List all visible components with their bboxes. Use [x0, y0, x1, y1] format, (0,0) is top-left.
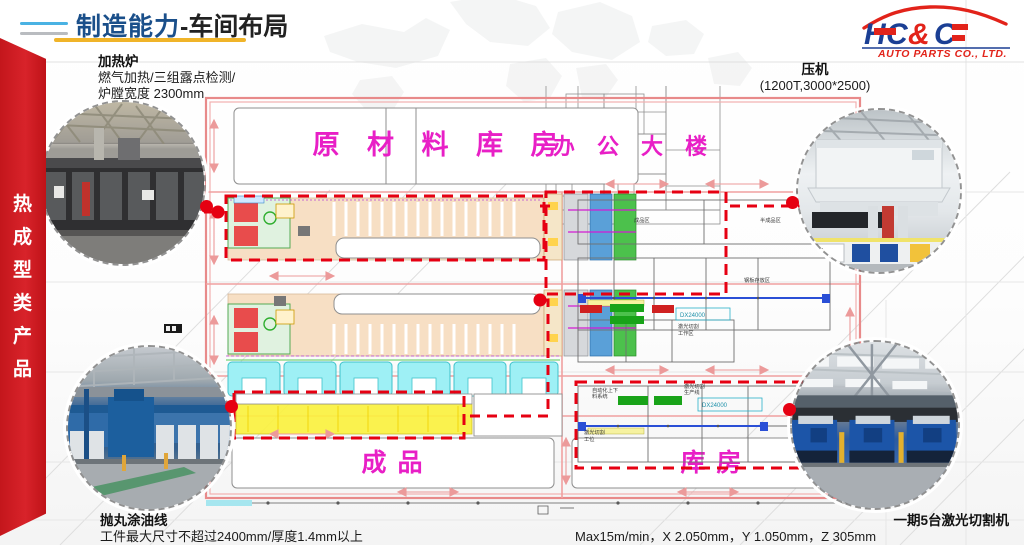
photo-heating-furnace-image	[42, 102, 204, 264]
callout-furnace-line2: 炉膛宽度 2300mm	[98, 86, 205, 102]
callout-furnace-line1: 燃气加热/三组露点检测/	[98, 70, 236, 86]
svg-text:C: C	[934, 18, 957, 51]
zone-label-raw-material: 原 材 料 库 房	[312, 130, 567, 160]
zone-finished-goods: 成 品 库 房	[231, 437, 853, 489]
connector-dot-press	[786, 196, 799, 209]
logo-subtitle-text: AUTO PARTS CO., LTD.	[877, 48, 1007, 60]
svg-text:钢板存放区: 钢板存放区	[744, 276, 770, 284]
bottom-dimension-strip	[206, 500, 860, 515]
connector-dot-furnace	[200, 200, 213, 213]
side-banner-char-1: 成	[12, 227, 33, 248]
title-dash-blue	[20, 22, 68, 25]
zone-raw-material: 原 材 料 库 房	[233, 107, 639, 185]
callout-press-title: 压机	[801, 62, 829, 77]
connector-dot-laser	[783, 403, 796, 416]
callout-blast-title: 抛丸涂油线	[100, 513, 168, 528]
zone-label-finished-right: 库 房	[681, 448, 744, 477]
svg-text:料系统: 料系统	[592, 392, 608, 400]
callout-blast-line1: 工件最大尺寸不超过2400mm/厚度1.4mm以上	[100, 529, 363, 545]
callout-laser: 一期5台激光切割机 Max15m/min，X 2.050mm，Y 1.050mm…	[575, 513, 1023, 545]
callout-laser-title: 一期5台激光切割机	[893, 513, 1009, 528]
callout-press-line1: (1200T,3000*2500)	[759, 78, 871, 94]
photo-shot-blast-line	[66, 345, 232, 511]
svg-text:自动化上下: 自动化上下	[592, 386, 618, 394]
svg-text:激光切割: 激光切割	[584, 428, 605, 436]
callout-laser-line1: Max15m/min，X 2.050mm，Y 1.050mm，Z 305mm	[575, 529, 877, 545]
title-dash-marks	[20, 22, 68, 42]
photo-press-machine	[796, 108, 962, 274]
page-title-sub: -车间布局	[180, 13, 289, 41]
zone-label-finished-left: 成 品	[362, 449, 425, 477]
callout-furnace-title: 加热炉	[98, 54, 139, 69]
svg-text:激光切割: 激光切割	[678, 322, 699, 330]
svg-text:DX24000: DX24000	[702, 403, 728, 409]
photo-press-machine-image	[798, 110, 960, 272]
company-logo: H C & C AUTO PARTS CO., LTD.	[862, 5, 1010, 60]
svg-text:半成品区: 半成品区	[760, 216, 781, 224]
photo-heating-furnace	[40, 100, 206, 266]
production-line-1	[164, 195, 545, 261]
photo-laser-cutting-machines-image	[792, 342, 958, 508]
factory-floor-plan: 原 材 料 库 房 办 公 大 楼	[148, 86, 888, 515]
side-banner: 热 成 型 类 产 品	[0, 38, 46, 536]
svg-text:生产线: 生产线	[684, 388, 700, 396]
callout-blast: 抛丸涂油线 工件最大尺寸不超过2400mm/厚度1.4mm以上	[100, 513, 363, 545]
title-underline-bar	[54, 38, 246, 42]
svg-text:&: &	[908, 18, 930, 51]
side-banner-char-5: 品	[12, 359, 33, 380]
callout-furnace: 加热炉 燃气加热/三组露点检测/ 炉膛宽度 2300mm	[98, 54, 235, 102]
svg-text:C: C	[886, 18, 909, 51]
connector-dot-blast	[225, 400, 238, 413]
press-bank-group	[543, 193, 637, 357]
photo-laser-cutting-machines	[790, 340, 960, 510]
svg-text:成品区: 成品区	[634, 216, 650, 224]
zone-label-office: 办 公 大 楼	[553, 134, 715, 159]
page-title: 制造能力-车间布局	[76, 10, 288, 44]
photo-shot-blast-line-image	[68, 347, 230, 509]
svg-text:工作区: 工作区	[678, 329, 694, 337]
side-banner-char-4: 产	[12, 326, 33, 347]
svg-text:工位: 工位	[584, 435, 594, 443]
side-banner-char-0: 热	[12, 194, 33, 215]
side-banner-char-2: 型	[12, 260, 33, 281]
callout-press: 压机 (1200T,3000*2500)	[690, 62, 940, 94]
title-dash-gray	[20, 32, 68, 35]
svg-text:DX24000: DX24000	[680, 313, 706, 319]
side-banner-text: 热 成 型 类 产 品	[0, 188, 46, 386]
side-banner-char-3: 类	[12, 293, 33, 314]
page-title-main: 制造能力	[76, 13, 181, 41]
